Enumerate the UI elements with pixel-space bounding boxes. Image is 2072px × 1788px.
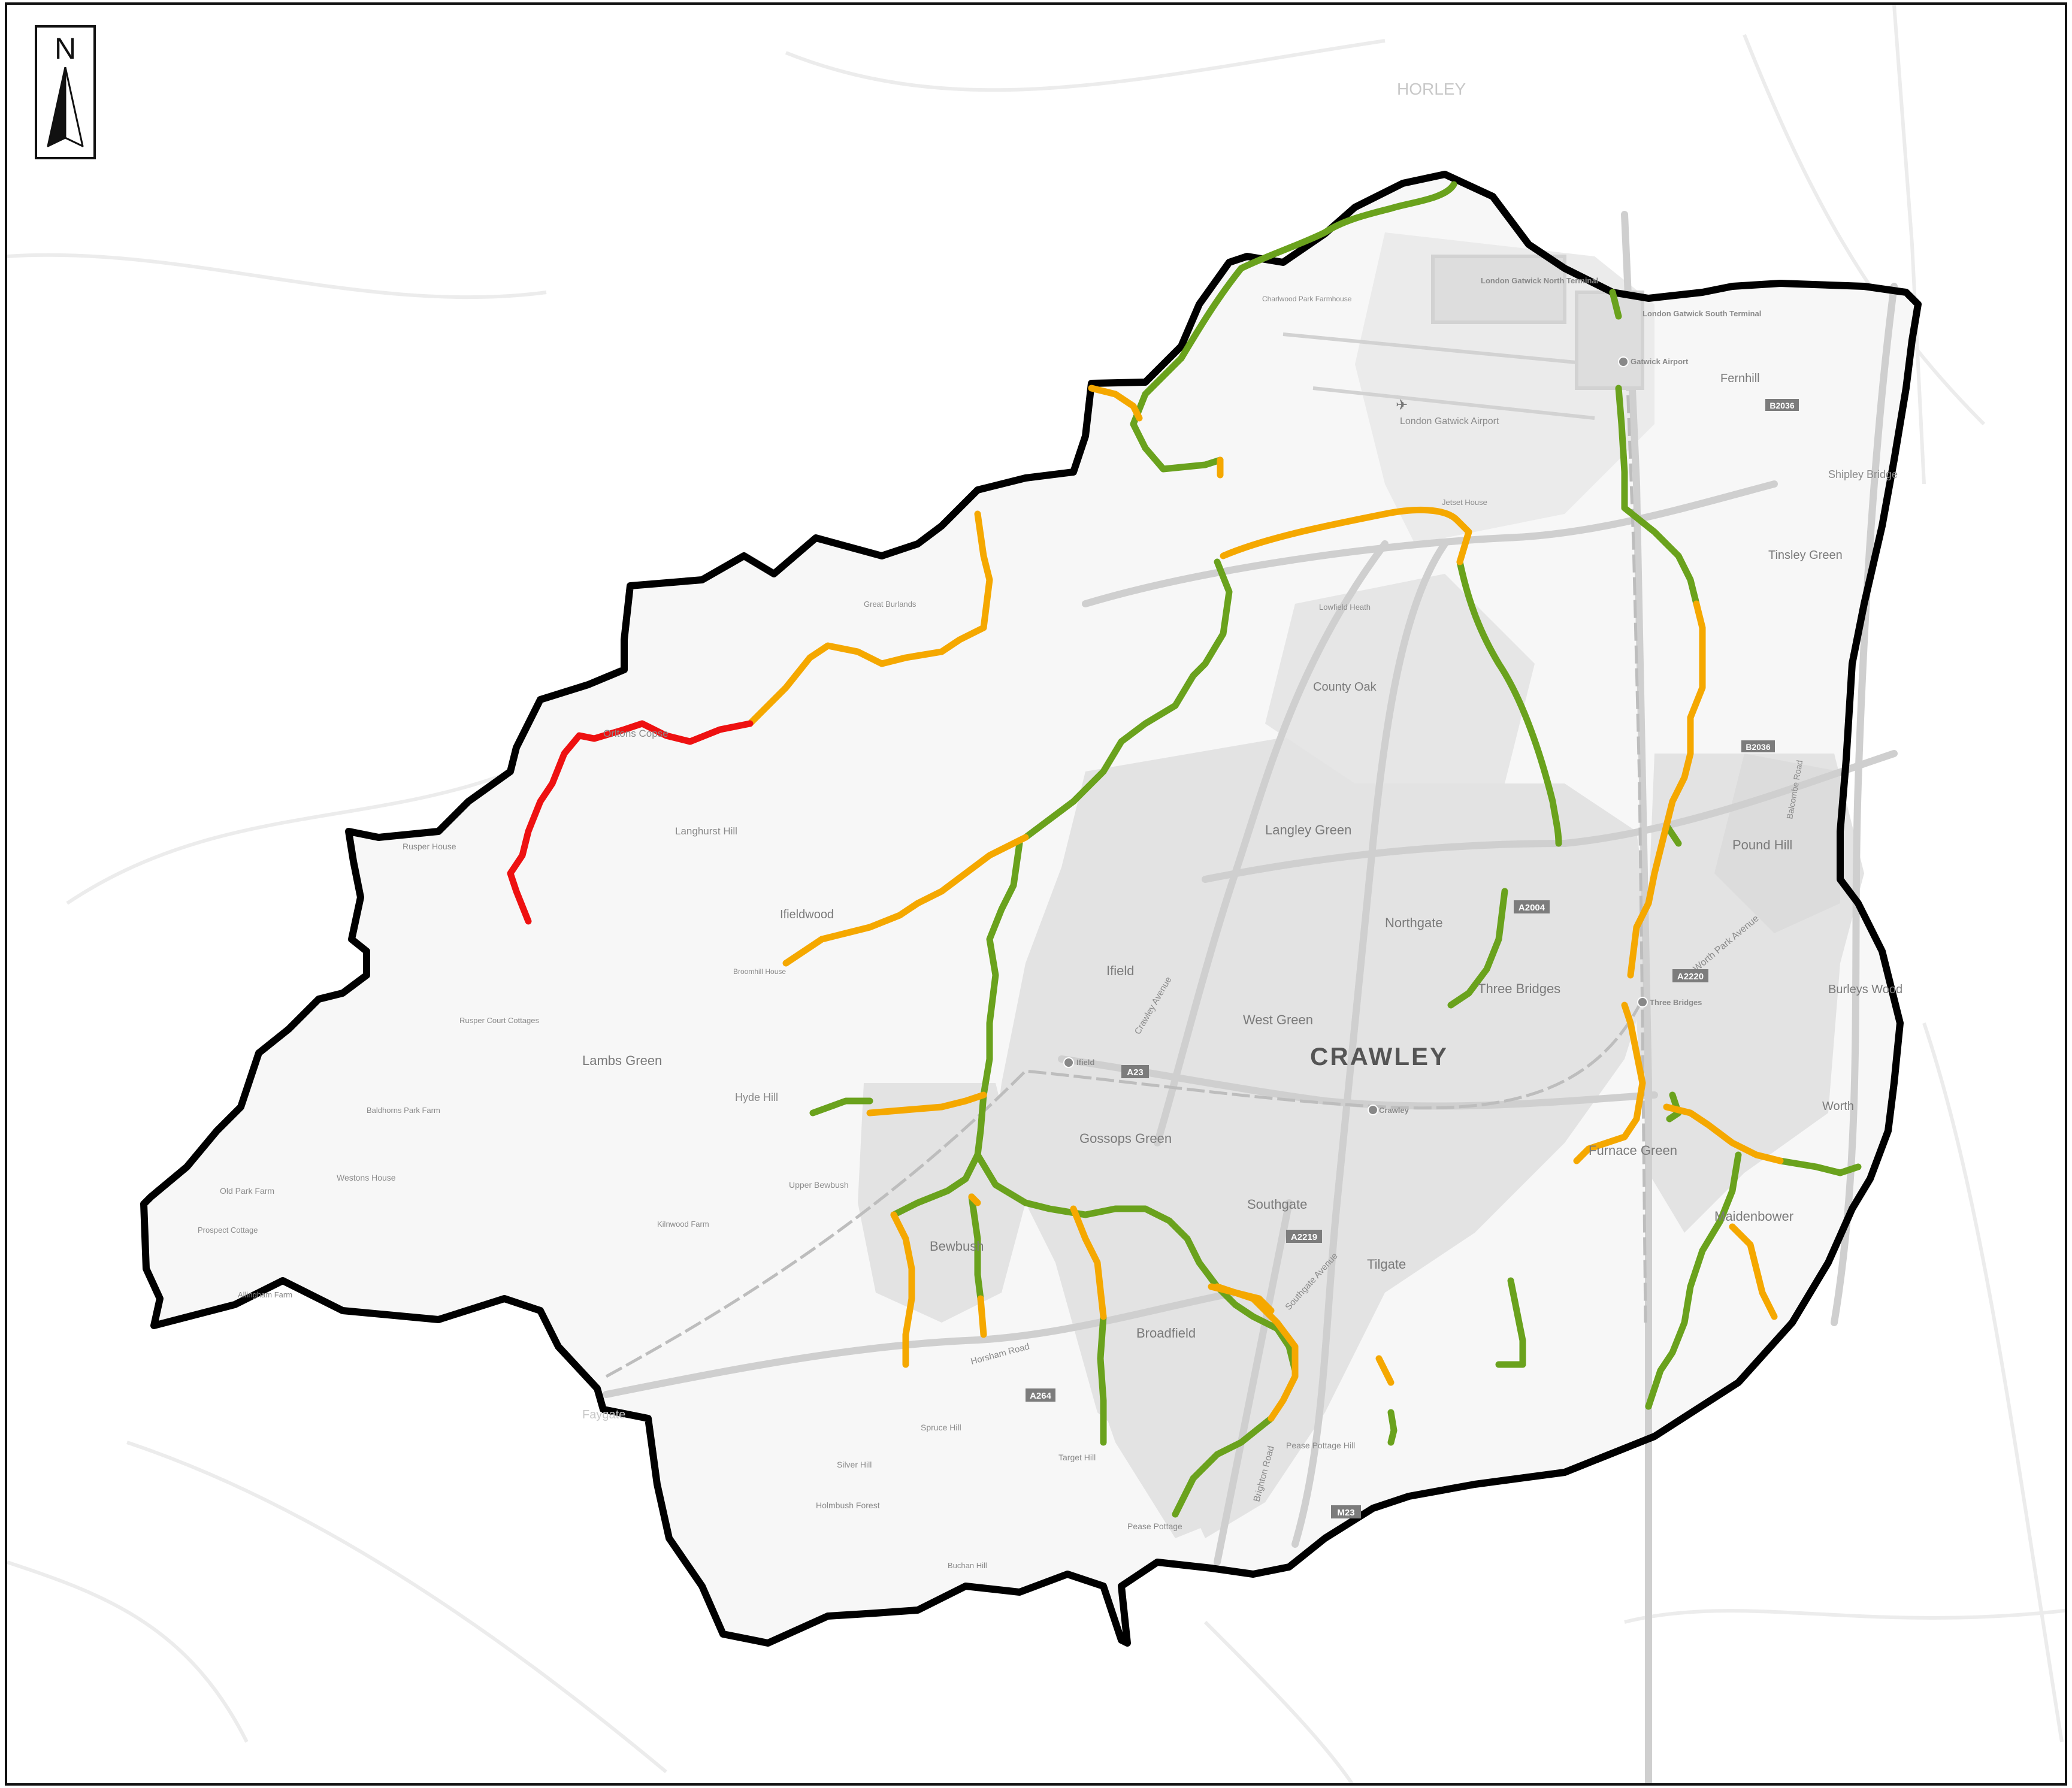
label-southgate: Southgate — [1247, 1197, 1307, 1212]
svg-text:B2036: B2036 — [1769, 401, 1794, 410]
label-allingham-farm: Allingham Farm — [238, 1290, 292, 1299]
map-frame: CRAWLEY HORLEY Three Bridges Northgate L… — [5, 2, 2067, 1786]
railway-lines — [605, 304, 1647, 1378]
label-gatwick-south: London Gatwick South Terminal — [1643, 309, 1761, 318]
label-three-bridges: Three Bridges — [1478, 981, 1560, 996]
label-three-bridges-station: Three Bridges — [1650, 998, 1702, 1007]
borough-boundary — [140, 171, 1922, 1647]
label-rusper-court: Rusper Court Cottages — [459, 1016, 539, 1025]
station-ifield-icon — [1063, 1057, 1074, 1068]
label-fernhill: Fernhill — [1720, 372, 1760, 385]
label-langley-green: Langley Green — [1265, 822, 1351, 837]
svg-text:M23: M23 — [1337, 1508, 1354, 1518]
road-badges: A23 A2004 A2220 A2219 A264 M23 — [1026, 399, 1799, 1518]
station-gatwick-icon — [1618, 356, 1629, 367]
main-roads — [603, 211, 1898, 1783]
label-crawley-station: Crawley — [1379, 1106, 1409, 1115]
label-tilgate: Tilgate — [1367, 1257, 1406, 1272]
label-upper-bewbush: Upper Bewbush — [789, 1180, 849, 1190]
label-pease-pottage-hill: Pease Pottage Hill — [1286, 1441, 1355, 1450]
label-spruce-hill: Spruce Hill — [921, 1423, 961, 1432]
svg-text:A264: A264 — [1030, 1391, 1052, 1401]
airport-area — [1282, 255, 1644, 420]
north-arrow: N — [35, 25, 96, 159]
north-letter: N — [54, 32, 77, 65]
label-pease-pottage: Pease Pottage — [1127, 1521, 1182, 1531]
label-bewbush: Bewbush — [930, 1239, 984, 1254]
label-broomhill: Broomhill House — [733, 967, 786, 976]
watercourse-moderate[interactable] — [746, 385, 1784, 1422]
label-gossops-green: Gossops Green — [1079, 1131, 1172, 1146]
label-silver-hill: Silver Hill — [837, 1460, 872, 1469]
label-northgate: Northgate — [1385, 915, 1443, 930]
label-broadfield: Broadfield — [1136, 1326, 1196, 1341]
badge-b2036-south: B2036 — [1741, 740, 1775, 752]
label-shipley-bridge: Shipley Bridge — [1828, 468, 1898, 480]
station-markers — [1063, 356, 1648, 1115]
label-ifield: Ifield — [1106, 963, 1134, 978]
label-worth: Worth — [1822, 1100, 1854, 1113]
label-kilnwood-farm: Kilnwood Farm — [657, 1220, 709, 1229]
label-lowfield-heath: Lowfield Heath — [1319, 603, 1371, 612]
label-west-green: West Green — [1243, 1012, 1313, 1027]
label-burleys-wood: Burleys Wood — [1828, 983, 1902, 996]
label-rusper-house: Rusper House — [403, 842, 456, 851]
badge-a2004: A2004 — [1514, 900, 1550, 913]
badge-a2219: A2219 — [1286, 1230, 1322, 1243]
watercourse-good[interactable] — [809, 181, 1862, 1518]
label-charlwood-park: Charlwood Park Farmhouse — [1262, 295, 1352, 303]
label-prospect-cottage: Prospect Cottage — [198, 1226, 258, 1235]
label-tinsley-green: Tinsley Green — [1768, 549, 1843, 562]
north-arrow-icon — [47, 67, 84, 147]
svg-text:A2219: A2219 — [1291, 1232, 1317, 1242]
label-pound-hill: Pound Hill — [1732, 837, 1792, 852]
label-gatwick-north: London Gatwick North Terminal — [1481, 276, 1598, 285]
label-target-hill: Target Hill — [1058, 1453, 1096, 1462]
svg-text:A2220: A2220 — [1677, 972, 1704, 982]
badge-a2220: A2220 — [1672, 969, 1708, 982]
badge-a264: A264 — [1026, 1388, 1055, 1402]
station-crawley-icon — [1368, 1105, 1378, 1115]
label-gatwick-airport: London Gatwick Airport — [1400, 416, 1499, 426]
label-hyde-hill: Hyde Hill — [735, 1091, 778, 1103]
map-canvas[interactable]: CRAWLEY HORLEY Three Bridges Northgate L… — [7, 5, 2067, 1786]
label-crawley: CRAWLEY — [1310, 1042, 1448, 1070]
svg-text:B2036: B2036 — [1746, 742, 1770, 752]
label-buchan-hill: Buchan Hill — [948, 1561, 987, 1570]
label-baldhorns: Baldhorns Park Farm — [367, 1106, 440, 1115]
label-furnace-green: Furnace Green — [1589, 1143, 1677, 1158]
background-roads — [7, 5, 2065, 1783]
label-lambs-green: Lambs Green — [582, 1053, 662, 1068]
badge-a23: A23 — [1121, 1065, 1149, 1078]
label-great-burlands: Great Burlands — [864, 600, 916, 609]
svg-text:A23: A23 — [1127, 1067, 1144, 1078]
label-faygate: Faygate — [582, 1408, 625, 1421]
label-old-park-farm: Old Park Farm — [220, 1186, 274, 1196]
label-gatwick-station: Gatwick Airport — [1631, 357, 1689, 366]
label-westons-house: Westons House — [337, 1173, 396, 1182]
label-maidenbower: Maidenbower — [1714, 1209, 1793, 1224]
watercourse-poor[interactable] — [507, 720, 754, 925]
label-ifieldwood: Ifieldwood — [780, 908, 834, 921]
label-horley: HORLEY — [1397, 80, 1466, 98]
label-orltons-copse: Orltons Copse — [603, 728, 669, 739]
label-langhurst-hill: Langhurst Hill — [675, 825, 737, 837]
svg-text:A2004: A2004 — [1519, 903, 1545, 913]
label-county-oak: County Oak — [1313, 680, 1377, 694]
label-holmbush-forest: Holmbush Forest — [816, 1500, 880, 1510]
badge-b2036: B2036 — [1765, 399, 1799, 411]
label-jetset-house: Jetset House — [1442, 498, 1487, 507]
label-ifield-station: Ifield — [1076, 1058, 1094, 1067]
station-three-bridges-icon — [1637, 997, 1648, 1008]
airport-icon: ✈ — [1396, 397, 1408, 413]
badge-m23: M23 — [1331, 1505, 1361, 1518]
